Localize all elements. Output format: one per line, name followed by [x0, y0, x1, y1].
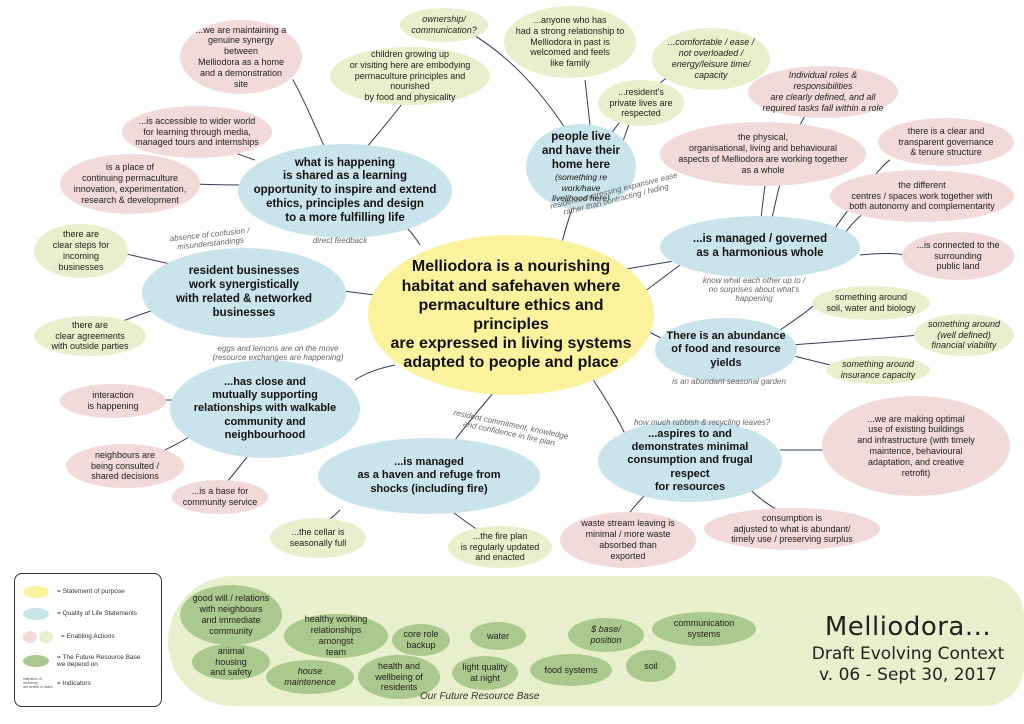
action-comfortable: ...comfortable / ease / not overloaded /… [652, 28, 770, 90]
resource-food-systems: food systems [530, 654, 612, 686]
action-centres: the different centres / spaces work toge… [830, 170, 1014, 222]
indicator-seasonal-garden: is an abundant seasonal garden [672, 377, 786, 386]
resource-house-maintenance: house maintenence [266, 660, 354, 694]
legend-future-label: = The Future Resource Base we depend on [57, 654, 141, 669]
quality-haven-refuge: ...is managed as a haven and refuge from… [318, 438, 540, 514]
quality-people-live: people live and have their home here (so… [526, 124, 636, 210]
action-roles: Individual roles & responsibilities are … [748, 66, 898, 118]
resource-goodwill: good will / relations with neighbours an… [180, 585, 282, 645]
legend-statement-label: = Statement of purpose [57, 588, 125, 596]
legend-darkgreen-swatch [23, 655, 49, 668]
action-soil-water: something around soil, water and biology [812, 286, 930, 320]
indicator-rubbish: how much rubbish & recycling leaves? [633, 418, 771, 427]
action-insurance: something around insurance capacity [826, 356, 930, 384]
action-fire-plan: ...the fire plan is regularly updated an… [448, 526, 552, 568]
action-optimal-buildings: ...we are making optimal use of existing… [822, 396, 1010, 496]
action-governance: there is a clear and transparent governa… [878, 118, 1014, 166]
action-cellar: ...the cellar is seasonally full [270, 518, 366, 558]
indicator-eggs-lemons: eggs and lemons are on the move (resourc… [212, 344, 344, 363]
action-accessible: ...is accessible to wider world for lear… [122, 106, 272, 158]
resource-health-wellbeing: health and wellbeing of residents [358, 655, 440, 699]
quality-resident-businesses: resident businesses work synergistically… [142, 248, 346, 338]
indicator-feedback: direct feedback [312, 236, 368, 245]
resource-soil: soil [626, 650, 676, 682]
quality-food-abundance: There is an abundance of food and resour… [655, 318, 797, 382]
quality-relationships: ...has close and mutually supporting rel… [170, 360, 360, 458]
action-agreements: there are clear agreements with outside … [34, 316, 146, 356]
action-synergy: ...we are maintaining a genuine synergy … [178, 18, 304, 96]
action-continuing-innovation: is a place of continuing permaculture in… [60, 154, 200, 214]
document-title: Melliodora... [824, 612, 992, 642]
people-live-subtext: (something re work/have livelihood here) [552, 172, 610, 203]
document-subtitle: Draft Evolving Context [811, 644, 1005, 664]
resource-base-title: Our Future Resource Base [420, 691, 540, 702]
legend-future: = The Future Resource Base we depend on [23, 654, 141, 668]
resource-core-role-backup: core role backup [392, 624, 450, 656]
document-title-block: Melliodora... Draft Evolving Context v. … [803, 612, 1013, 685]
action-interaction: interaction is happening [60, 384, 166, 418]
indicator-know-each-other: know what each other up to / no surprise… [702, 276, 806, 304]
quality-minimal-consumption: ...aspires to and demonstrates minimal c… [598, 420, 782, 502]
legend-indicators: indicators of wellbeing are written in i… [23, 677, 91, 690]
quality-learning: what is happening is shared as a learnin… [238, 144, 452, 238]
action-physical-whole: the physical, organisational, living and… [660, 122, 866, 186]
action-anyone-welcomed: ...anyone who has had a strong relations… [504, 6, 636, 78]
action-children: children growing up or visiting here are… [330, 47, 490, 105]
action-financial: something around (well defined) financia… [914, 314, 1014, 356]
legend-pink-swatch [23, 631, 37, 643]
action-waste-stream: waste stream leaving is minimal / more w… [560, 512, 696, 568]
legend-lightgreen-swatch [39, 631, 53, 643]
legend-blue-swatch [23, 608, 49, 620]
legend-enabling: = Enabling Actions [23, 631, 115, 643]
action-neighbours-consulted: neighbours are being consulted / shared … [66, 444, 184, 488]
action-ownership: ownership/ communication? [400, 8, 488, 42]
resource-healthy-relationships: healthy working relationships amongst te… [284, 614, 388, 658]
legend-indicator-sample: indicators of wellbeing are written in i… [23, 677, 53, 689]
purpose-statement: Melliodora is a nourishing habitat and s… [368, 235, 654, 395]
action-consumption-adjusted: consumption is adjusted to what is abund… [704, 508, 880, 550]
resource-water: water [470, 622, 526, 650]
legend-quality-label: = Quality of Life Statements [57, 610, 138, 618]
legend-yellow-swatch [23, 586, 49, 598]
legend-indicators-label: = Indicators [57, 680, 91, 688]
quality-managed-governed: ...is managed / governed as a harmonious… [660, 216, 860, 278]
legend-enabling-label: = Enabling Actions [61, 633, 115, 641]
document-version: v. 06 - Sept 30, 2017 [819, 665, 997, 685]
resource-animal-housing: animal housing and safety [192, 644, 270, 680]
action-public-land: ...is connected to the surrounding publi… [902, 232, 1014, 280]
action-community-service: ...is a base for community service [172, 480, 268, 514]
action-clear-steps: there are clear steps for incoming busin… [34, 224, 128, 278]
legend-statement: = Statement of purpose [23, 586, 125, 598]
resource-money-base: $ base/ position [568, 618, 644, 652]
action-private-lives: ...resident's private lives are respecte… [598, 80, 684, 126]
resource-communication: communication systems [652, 612, 756, 646]
legend-quality: = Quality of Life Statements [23, 608, 137, 620]
resource-light-quality: light quality at night [452, 656, 518, 690]
legend: = Statement of purpose = Quality of Life… [14, 573, 162, 707]
